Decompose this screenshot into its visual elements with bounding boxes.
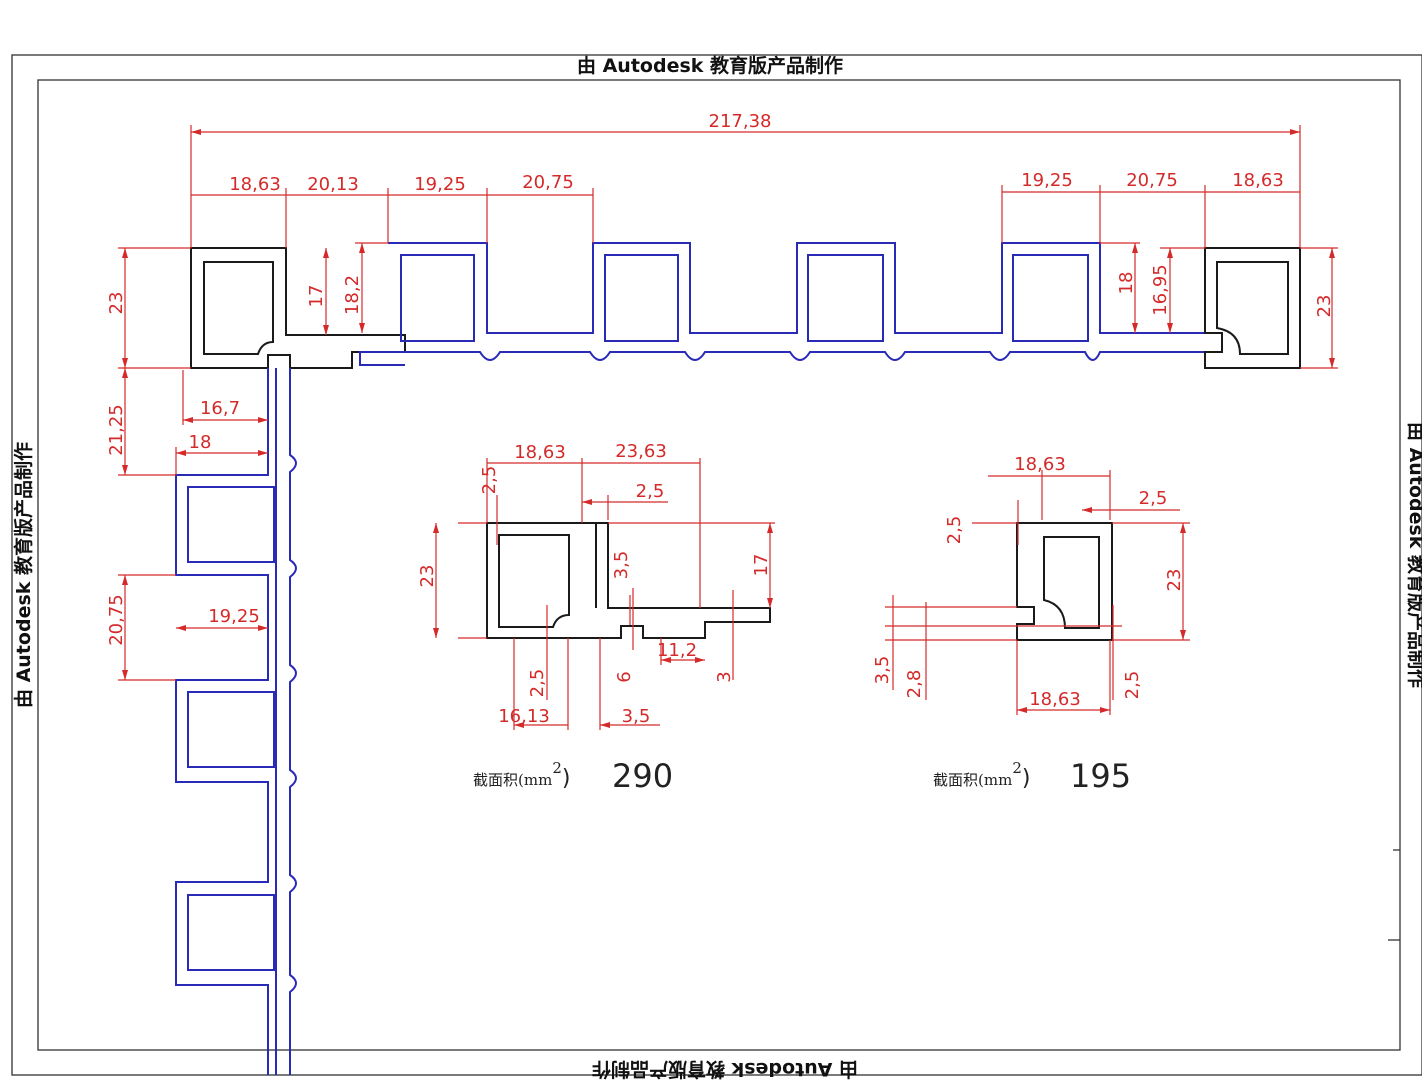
dim-b-t2-5-left: 2,5 — [944, 516, 965, 545]
section-b-cavity — [1043, 536, 1100, 629]
dim-w19-25: 19,25 — [208, 606, 260, 627]
section-b-label-prefix: 截面积(mm — [933, 771, 1012, 789]
dim-h16-95: 16,95 — [1150, 264, 1171, 316]
top-cell-4 — [1012, 254, 1089, 342]
profile-height-dimensions: 23 17 18,2 18 16,95 23 — [106, 242, 1338, 369]
dim-a-b3-5: 3,5 — [622, 706, 651, 727]
section-b-label-sup: 2 — [1012, 759, 1022, 777]
section-a-area-label: 截面积(mm2) — [473, 759, 570, 791]
frame-ticks — [1388, 849, 1400, 941]
watermark-top: 由 Autodesk 教育版产品制作 — [577, 54, 843, 77]
dim-b-h3-5: 3,5 — [872, 656, 893, 685]
dim-h17: 17 — [306, 285, 327, 308]
top-cell-2 — [604, 254, 679, 342]
side-cell-3 — [187, 894, 275, 971]
corner-block-right — [1204, 247, 1301, 369]
corner-block-left — [190, 247, 406, 369]
dim-a-t2-5-top: 2,5 — [479, 466, 500, 495]
dim-top-seg-right-1: 19,25 — [1021, 170, 1073, 191]
dim-top-seg-1: 18,63 — [229, 174, 281, 195]
dim-overall-width: 217,38 — [709, 111, 772, 132]
watermark-right: 由 Autodesk 教育版产品制作 — [1405, 422, 1422, 688]
watermark-bottom: 由 Autodesk 教育版产品制作 — [592, 1058, 858, 1080]
section-b-label-suffix: ) — [1022, 766, 1031, 791]
section-a: 18,63 23,63 2,5 2,5 23 17 3,5 2,5 6 11,2… — [417, 441, 775, 795]
top-cell-1 — [400, 254, 475, 342]
side-cell-1 — [187, 486, 275, 563]
section-b-area-label: 截面积(mm2) — [933, 759, 1030, 791]
dim-a-h3-5: 3,5 — [611, 551, 632, 580]
section-a-label-suffix: ) — [562, 766, 571, 791]
dim-top-seg-right-2: 20,75 — [1126, 170, 1178, 191]
dim-v21-25: 21,25 — [106, 404, 127, 456]
dim-a-h23: 23 — [417, 565, 438, 588]
section-a-cavity — [498, 534, 570, 628]
dim-a-b6: 6 — [614, 671, 635, 682]
section-a-area-value: 290 — [612, 757, 673, 795]
corner-block-left-cavity — [203, 261, 274, 355]
dim-b-w18-63-bottom: 18,63 — [1029, 689, 1081, 710]
dim-right-height: 23 — [1314, 295, 1335, 318]
dim-h18: 18 — [1116, 272, 1137, 295]
section-b-area-value: 195 — [1070, 757, 1131, 795]
dim-a-b2-5: 2,5 — [527, 669, 548, 698]
inner-frame — [37, 79, 1401, 1051]
corner-block-right-cavity — [1216, 261, 1289, 355]
dim-h18-2: 18,2 — [342, 275, 363, 315]
dim-b-t2-5: 2,5 — [1139, 488, 1168, 509]
dim-a-b11-2: 11,2 — [657, 640, 697, 661]
dim-b-h23: 23 — [1164, 569, 1185, 592]
section-b: 18,63 2,5 2,5 23 3,5 2,8 18,63 2,5 截面积(m… — [872, 454, 1190, 795]
dim-left-height: 23 — [106, 292, 127, 315]
dim-top-seg-2: 20,13 — [307, 174, 359, 195]
dim-w18: 18 — [189, 432, 212, 453]
top-dimensions: 217,38 18,63 20,13 19,25 20,75 19,25 20,… — [190, 111, 1301, 248]
dim-b-h2-8: 2,8 — [904, 670, 925, 699]
section-a-label-prefix: 截面积(mm — [473, 771, 552, 789]
dim-a-h17: 17 — [751, 554, 772, 577]
dim-a-w18-63: 18,63 — [514, 442, 566, 463]
dim-b-w18-63-top: 18,63 — [1014, 454, 1066, 475]
dim-a-b16-13: 16,13 — [498, 706, 550, 727]
vertical-strip — [175, 368, 297, 1075]
dim-b-r2-5: 2,5 — [1122, 671, 1143, 700]
watermark-left: 由 Autodesk 教育版产品制作 — [12, 442, 35, 708]
top-cell-3 — [807, 254, 884, 342]
top-strip — [359, 242, 1223, 366]
vertical-profile — [175, 368, 297, 1075]
section-b-outline — [1016, 522, 1113, 641]
section-a-outline — [486, 522, 771, 639]
dim-top-seg-4: 20,75 — [522, 172, 574, 193]
dim-a-w23-63: 23,63 — [615, 441, 667, 462]
section-a-label-sup: 2 — [552, 759, 562, 777]
dim-top-seg-right-3: 18,63 — [1232, 170, 1284, 191]
dim-top-seg-3: 19,25 — [414, 174, 466, 195]
side-dimensions: 21,25 16,7 18 20,75 19,25 — [106, 368, 268, 681]
dim-w16-7: 16,7 — [200, 398, 240, 419]
outer-frame — [11, 54, 1422, 1076]
dim-a-t2-5-inner: 2,5 — [636, 481, 665, 502]
side-cell-2 — [187, 691, 275, 768]
dim-v20-75: 20,75 — [106, 594, 127, 646]
dim-a-b3: 3 — [714, 671, 735, 682]
